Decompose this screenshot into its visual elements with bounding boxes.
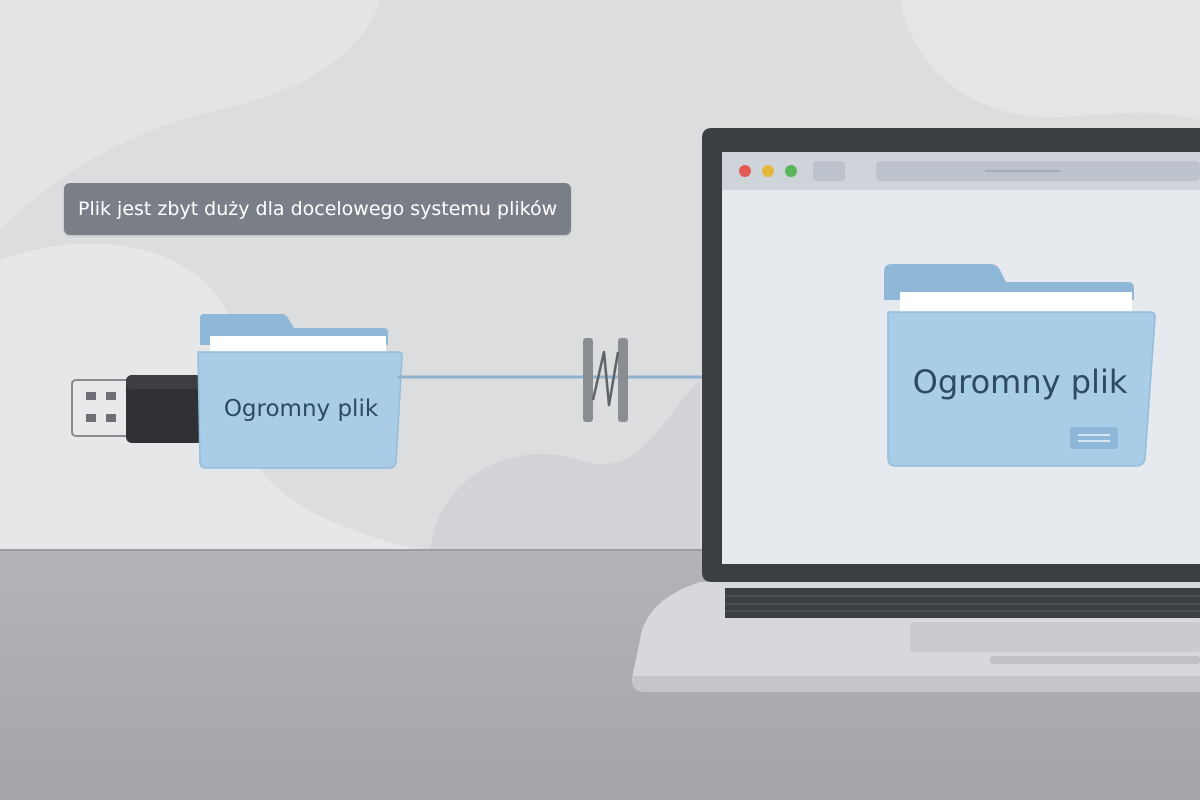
laptop-hinge-notch: [990, 656, 1200, 664]
source-folder-label: Ogromny plik: [224, 396, 379, 422]
folder-tag-icon: [1070, 427, 1118, 449]
minimize-window-icon[interactable]: [762, 165, 774, 177]
laptop-base-edge: [631, 676, 1200, 692]
target-folder-label: Ogromny plik: [913, 363, 1128, 401]
wall-cloud-shape: [900, 0, 1200, 120]
error-tooltip: Plik jest zbyt duży dla docelowego syste…: [64, 183, 572, 235]
wall-cloud-shape: [0, 0, 380, 230]
error-tooltip-text: Plik jest zbyt duży dla docelowego syste…: [78, 198, 558, 220]
maximize-window-icon[interactable]: [785, 165, 797, 177]
laptop-trackpad: [910, 622, 1200, 652]
wall-cloud-shape: [430, 380, 700, 550]
close-window-icon[interactable]: [739, 165, 751, 177]
target-folder-icon: Ogromny plik: [884, 264, 1156, 467]
source-folder-icon: Ogromny plik: [197, 314, 403, 469]
window-tab[interactable]: [813, 161, 845, 181]
keyboard-keys: [725, 595, 1200, 612]
laptop-keyboard: [725, 588, 1200, 618]
broken-transfer-icon: [583, 338, 628, 422]
laptop-icon: Ogromny plik: [631, 128, 1200, 692]
usb-drive-icon: [71, 375, 221, 443]
